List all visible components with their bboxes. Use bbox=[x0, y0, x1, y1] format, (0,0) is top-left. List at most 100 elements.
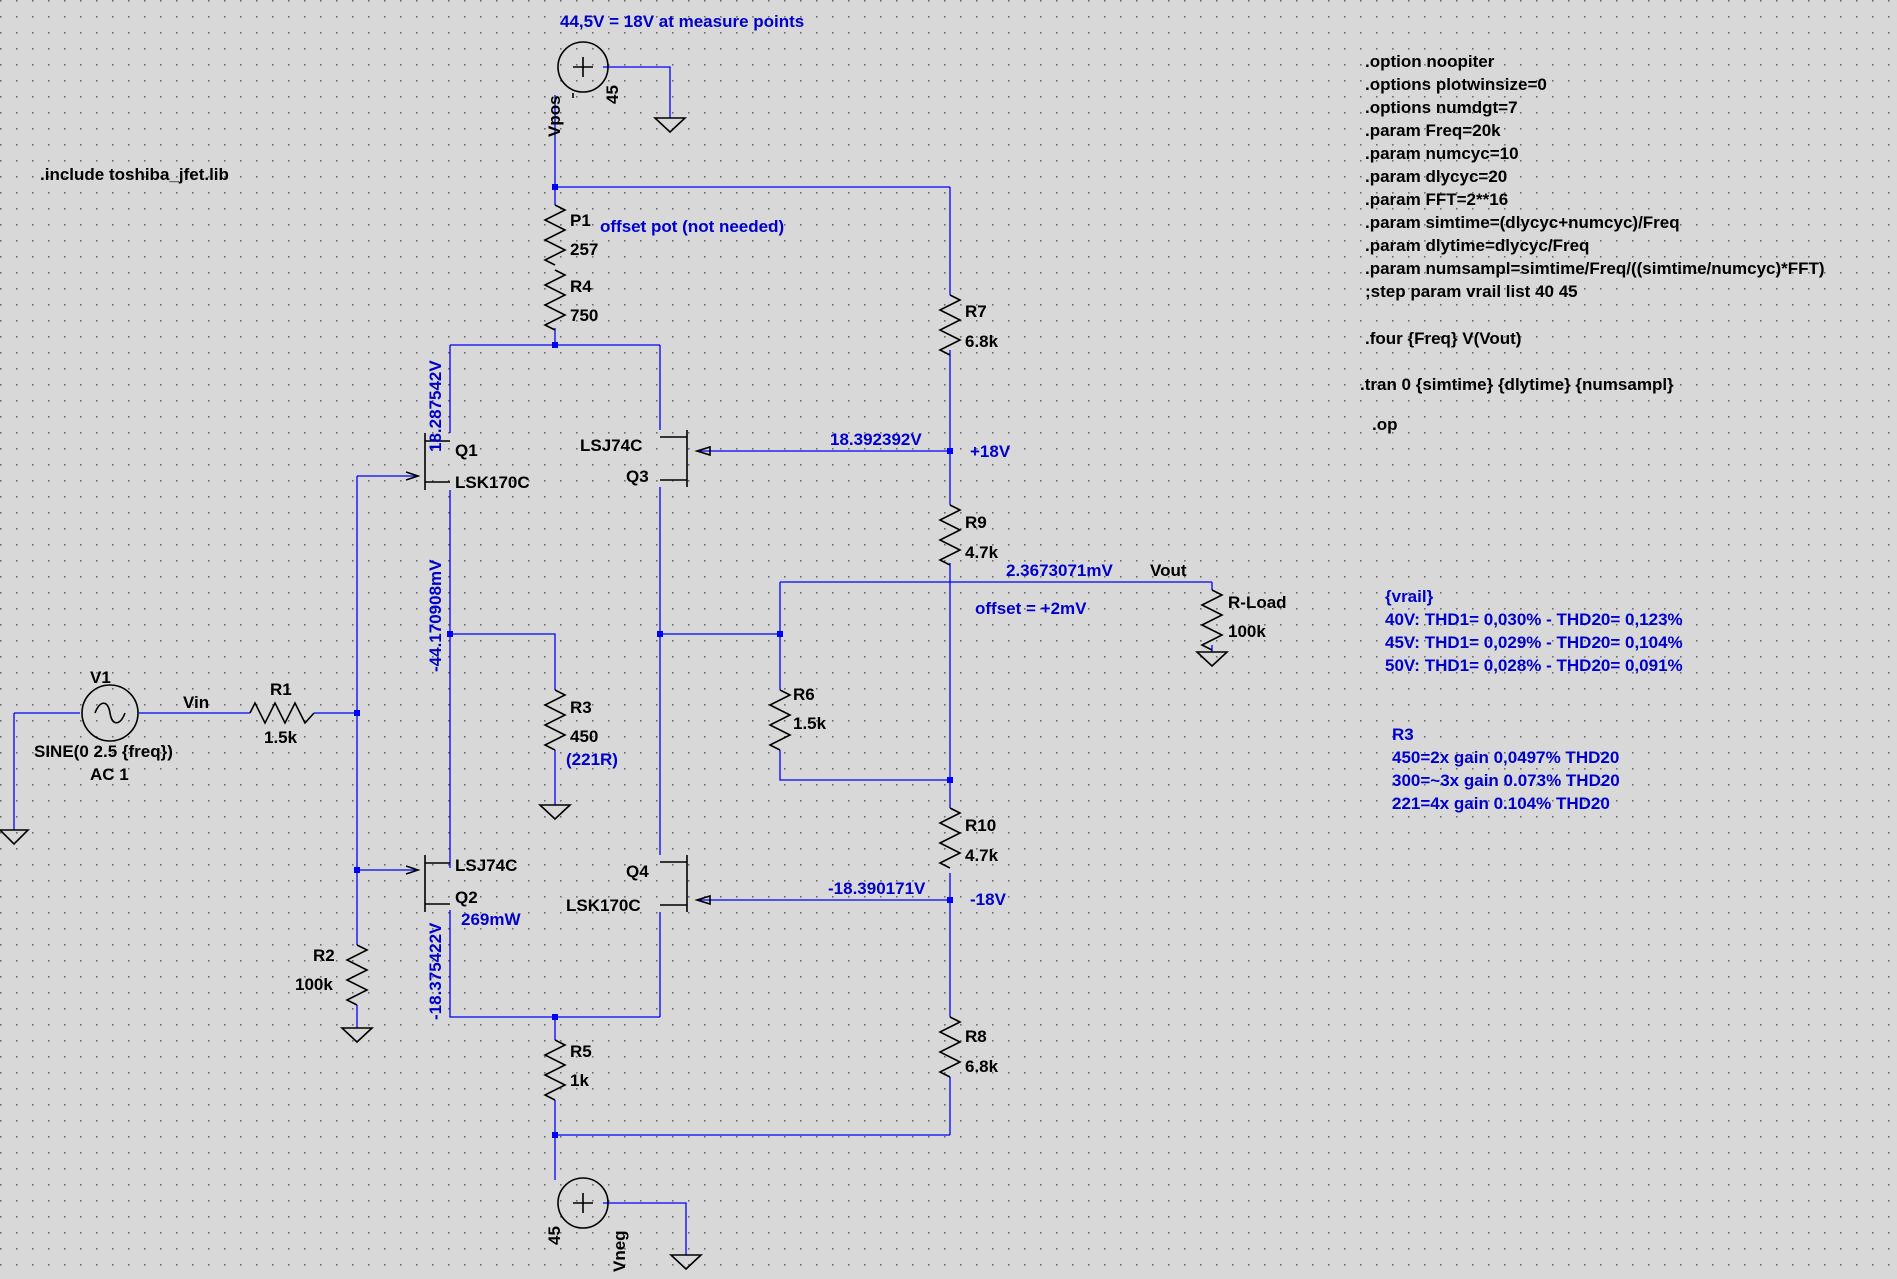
q1-gate-arrow bbox=[405, 471, 421, 481]
directive-line[interactable]: .param dlytime=dlycyc/Freq bbox=[1365, 236, 1589, 255]
vrail-row: 45V: THD1= 0,029% - THD20= 0,104% bbox=[1385, 633, 1683, 652]
p1-value: 257 bbox=[570, 240, 598, 259]
voltage-q3-gate: 18.392392V bbox=[830, 430, 922, 449]
junction bbox=[947, 448, 953, 454]
q2-gate-arrow bbox=[405, 865, 421, 875]
q1-model: LSK170C bbox=[455, 473, 530, 492]
junction bbox=[947, 897, 953, 903]
voltage-mid: -44.170908mV bbox=[426, 559, 445, 672]
vneg-body bbox=[557, 1177, 609, 1229]
q4-leads bbox=[660, 861, 687, 906]
voltage-vout: 2.3673071mV bbox=[1006, 561, 1113, 580]
directive-line[interactable]: .param Freq=20k bbox=[1365, 121, 1501, 140]
vpos-value: 45 bbox=[603, 85, 622, 104]
net-plus18: +18V bbox=[970, 442, 1011, 461]
r8-symbol[interactable] bbox=[938, 1016, 962, 1078]
vrail-row: 40V: THD1= 0,030% - THD20= 0,123% bbox=[1385, 610, 1683, 629]
r4-value: 750 bbox=[570, 306, 598, 325]
r10-symbol[interactable] bbox=[938, 807, 962, 869]
r6-symbol[interactable] bbox=[768, 689, 792, 751]
r7-name: R7 bbox=[965, 302, 987, 321]
wires bbox=[13, 66, 1213, 1255]
r2-value: 100k bbox=[295, 975, 333, 994]
r3-note-row: 450=2x gain 0,0497% THD20 bbox=[1392, 748, 1619, 767]
rload-symbol[interactable] bbox=[1200, 589, 1224, 651]
r3-name: R3 bbox=[570, 698, 592, 717]
ground-rload bbox=[1194, 651, 1230, 668]
junction bbox=[552, 1014, 558, 1020]
r3-note-header: R3 bbox=[1392, 725, 1414, 744]
q1-leads bbox=[425, 440, 450, 483]
directive-line[interactable]: .param numsampl=simtime/Freq/((simtime/n… bbox=[1365, 259, 1825, 278]
net-minus18: -18V bbox=[970, 890, 1007, 909]
q4-name: Q4 bbox=[626, 862, 649, 881]
note-top: 44,5V = 18V at measure points bbox=[560, 12, 804, 31]
r4-name: R4 bbox=[570, 277, 592, 296]
voltage-q1-drain: 18.287542V bbox=[426, 360, 445, 452]
v1-name: V1 bbox=[90, 668, 111, 687]
r8-value: 6.8k bbox=[965, 1057, 999, 1076]
q4-jfet[interactable] bbox=[660, 855, 711, 912]
directive-line[interactable]: .param simtime=(dlycyc+numcyc)/Freq bbox=[1365, 213, 1680, 232]
r7-symbol[interactable] bbox=[938, 294, 962, 356]
p1-name: P1 bbox=[570, 211, 591, 230]
r2-symbol[interactable] bbox=[345, 944, 369, 1006]
net-vneg: Vneg bbox=[610, 1230, 629, 1272]
r3-symbol[interactable] bbox=[543, 689, 567, 751]
r3-note-row: 221=4x gain 0.104% THD20 bbox=[1392, 794, 1610, 813]
rload-name: R-Load bbox=[1228, 593, 1287, 612]
tran-directive[interactable]: .tran 0 {simtime} {dlytime} {numsampl} bbox=[1360, 375, 1674, 394]
result-notes: {vrail} 40V: THD1= 0,030% - THD20= 0,123… bbox=[1385, 587, 1683, 813]
directive-line[interactable]: .options plotwinsize=0 bbox=[1365, 75, 1547, 94]
v1-value: SINE(0 2.5 {freq}) bbox=[34, 742, 173, 761]
r3-value: 450 bbox=[570, 727, 598, 746]
junction bbox=[447, 631, 453, 637]
vpos-plus bbox=[573, 57, 593, 77]
junction bbox=[947, 777, 953, 783]
note-q2-power: 269mW bbox=[461, 910, 521, 929]
q1-jfet[interactable] bbox=[405, 433, 450, 490]
directive-line[interactable]: .options numdgt=7 bbox=[1365, 98, 1518, 117]
vrail-row: 50V: THD1= 0,028% - THD20= 0,091% bbox=[1385, 656, 1683, 675]
directive-line[interactable]: .param FFT=2**16 bbox=[1365, 190, 1508, 209]
q2-leads bbox=[425, 862, 450, 905]
wire-vneg-gnd bbox=[603, 1202, 687, 1255]
ground-v1 bbox=[0, 829, 30, 846]
q2-model: LSJ74C bbox=[455, 856, 517, 875]
q2-jfet[interactable] bbox=[405, 855, 450, 912]
r8-name: R8 bbox=[965, 1027, 987, 1046]
r1-symbol[interactable] bbox=[249, 701, 315, 725]
r5-symbol[interactable] bbox=[543, 1039, 567, 1101]
r6-name: R6 bbox=[793, 685, 815, 704]
four-directive[interactable]: .four {Freq} V(Vout) bbox=[1365, 329, 1521, 348]
directive-line[interactable]: .param dlycyc=20 bbox=[1365, 167, 1507, 186]
q3-jfet[interactable] bbox=[660, 430, 711, 487]
include-directive: .include toshiba_jfet.lib bbox=[40, 165, 229, 184]
vrail-header: {vrail} bbox=[1385, 587, 1434, 606]
r5-value: 1k bbox=[570, 1071, 589, 1090]
vpos-source[interactable] bbox=[557, 41, 609, 98]
v1-source[interactable] bbox=[81, 684, 139, 742]
note-offset-pot: offset pot (not needed) bbox=[600, 217, 784, 236]
vneg-source[interactable] bbox=[557, 1177, 609, 1229]
rload-value: 100k bbox=[1228, 622, 1266, 641]
junction bbox=[777, 631, 783, 637]
r2-name: R2 bbox=[313, 946, 335, 965]
ground-vpos bbox=[652, 117, 688, 134]
r1-name: R1 bbox=[270, 680, 292, 699]
junction bbox=[552, 184, 558, 190]
directive-line[interactable]: .option noopiter bbox=[1365, 52, 1495, 71]
p1-symbol[interactable] bbox=[543, 204, 567, 266]
r4-symbol[interactable] bbox=[543, 269, 567, 331]
voltage-q2-drain: -18.375422V bbox=[426, 922, 445, 1020]
r7-value: 6.8k bbox=[965, 332, 999, 351]
symbols bbox=[0, 41, 1230, 1271]
directive-line[interactable]: ;step param vrail list 40 45 bbox=[1365, 282, 1578, 301]
net-vin: Vin bbox=[183, 693, 209, 712]
ground-r3 bbox=[537, 804, 573, 821]
r9-symbol[interactable] bbox=[938, 504, 962, 566]
op-directive[interactable]: .op bbox=[1372, 415, 1398, 434]
directive-line[interactable]: .param numcyc=10 bbox=[1365, 144, 1519, 163]
junction bbox=[552, 342, 558, 348]
